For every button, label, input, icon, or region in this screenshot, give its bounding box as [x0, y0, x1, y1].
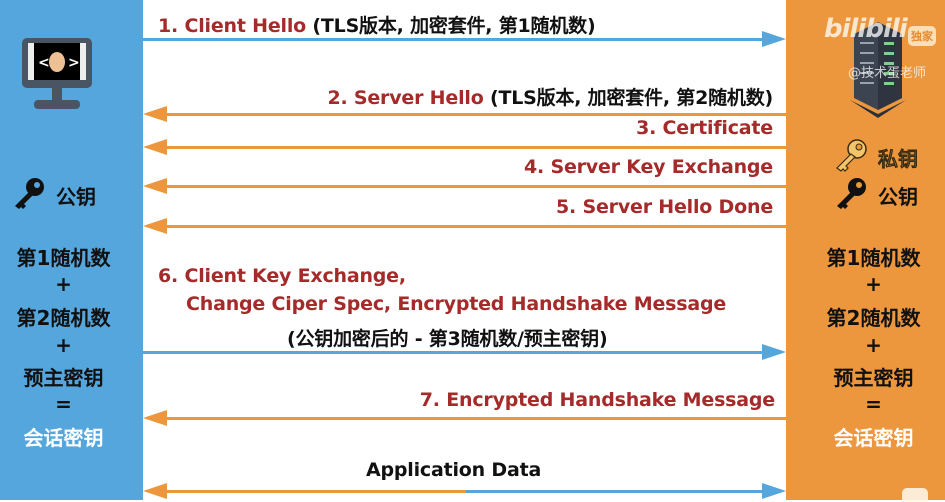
arrow-line-app-left	[166, 490, 466, 493]
public-key-label: 公钥	[56, 185, 96, 209]
message-6-detail: (公钥加密后的 - 第3随机数/预主密钥)	[287, 328, 608, 350]
arrow-head-left-icon	[143, 178, 167, 194]
formula-line: 第2随机数	[826, 306, 921, 330]
black-key-icon	[834, 176, 868, 215]
black-key-icon	[12, 176, 46, 215]
session-key-label: 会话密钥	[833, 426, 914, 450]
gold-key-icon	[834, 138, 868, 177]
formula-plus: +	[865, 272, 882, 296]
author-watermark: @技术蛋老师	[848, 66, 927, 81]
formula-plus: +	[55, 272, 72, 296]
message-4: 4. Server Key Exchange	[524, 156, 773, 178]
message-6-line-1: 6. Client Key Exchange,	[158, 265, 406, 287]
arrow-line-2	[166, 113, 786, 116]
application-data-label: Application Data	[366, 459, 542, 481]
arrow-head-left-icon	[143, 483, 167, 499]
arrow-head-left-icon	[143, 139, 167, 155]
public-key-label: 公钥	[878, 185, 918, 209]
formula-line: 第2随机数	[16, 306, 111, 330]
message-detail: (TLS版本, 加密套件, 第2随机数)	[489, 87, 773, 109]
arrow-head-right-icon	[762, 483, 786, 499]
svg-text:<: <	[38, 55, 50, 71]
arrow-head-right-icon	[762, 344, 786, 360]
server-public-key: 公钥	[834, 176, 918, 215]
arrow-line-3	[166, 146, 786, 149]
arrow-line-6	[143, 351, 763, 354]
session-key-label: 会话密钥	[23, 426, 104, 450]
svg-text:>: >	[68, 55, 80, 71]
arrow-line-app-right	[466, 490, 763, 493]
formula-line: 预主密钥	[23, 366, 104, 390]
bilibili-tv-icon	[902, 488, 928, 502]
exclusive-badge: 独家	[908, 26, 936, 46]
formula-plus: +	[55, 333, 72, 357]
server-rack-icon	[846, 20, 910, 118]
formula-plus: +	[865, 333, 882, 357]
message-step: 1. Client Hello	[158, 15, 306, 37]
server-private-key: 私钥	[834, 138, 918, 177]
arrow-head-left-icon	[143, 410, 167, 426]
message-3: 3. Certificate	[636, 117, 773, 139]
message-1: 1. Client Hello (TLS版本, 加密套件, 第1随机数)	[158, 11, 596, 38]
private-key-label: 私钥	[878, 147, 919, 172]
arrow-head-left-icon	[143, 106, 167, 122]
monitor-code-icon: < >	[20, 36, 94, 112]
formula-line: 第1随机数	[826, 246, 921, 270]
formula-line: 第1随机数	[16, 246, 111, 270]
client-public-key: 公钥	[12, 176, 96, 215]
message-7: 7. Encrypted Handshake Message	[419, 389, 775, 411]
message-step: 2. Server Hello	[327, 87, 484, 109]
message-2: 2. Server Hello (TLS版本, 加密套件, 第2随机数)	[327, 83, 773, 110]
formula-line: 预主密钥	[833, 366, 914, 390]
message-detail: (TLS版本, 加密套件, 第1随机数)	[312, 15, 596, 37]
arrow-line-5	[166, 225, 786, 228]
message-5: 5. Server Hello Done	[556, 196, 773, 218]
arrow-head-left-icon	[143, 218, 167, 234]
arrow-head-right-icon	[762, 31, 786, 47]
arrow-line-7	[166, 417, 786, 420]
message-6-line-2: Change Ciper Spec, Encrypted Handshake M…	[186, 293, 727, 315]
formula-equals: =	[865, 392, 882, 416]
arrow-line-4	[166, 185, 786, 188]
formula-equals: =	[55, 392, 72, 416]
arrow-line-1	[143, 38, 763, 41]
bilibili-logo: bilibili	[824, 14, 908, 44]
